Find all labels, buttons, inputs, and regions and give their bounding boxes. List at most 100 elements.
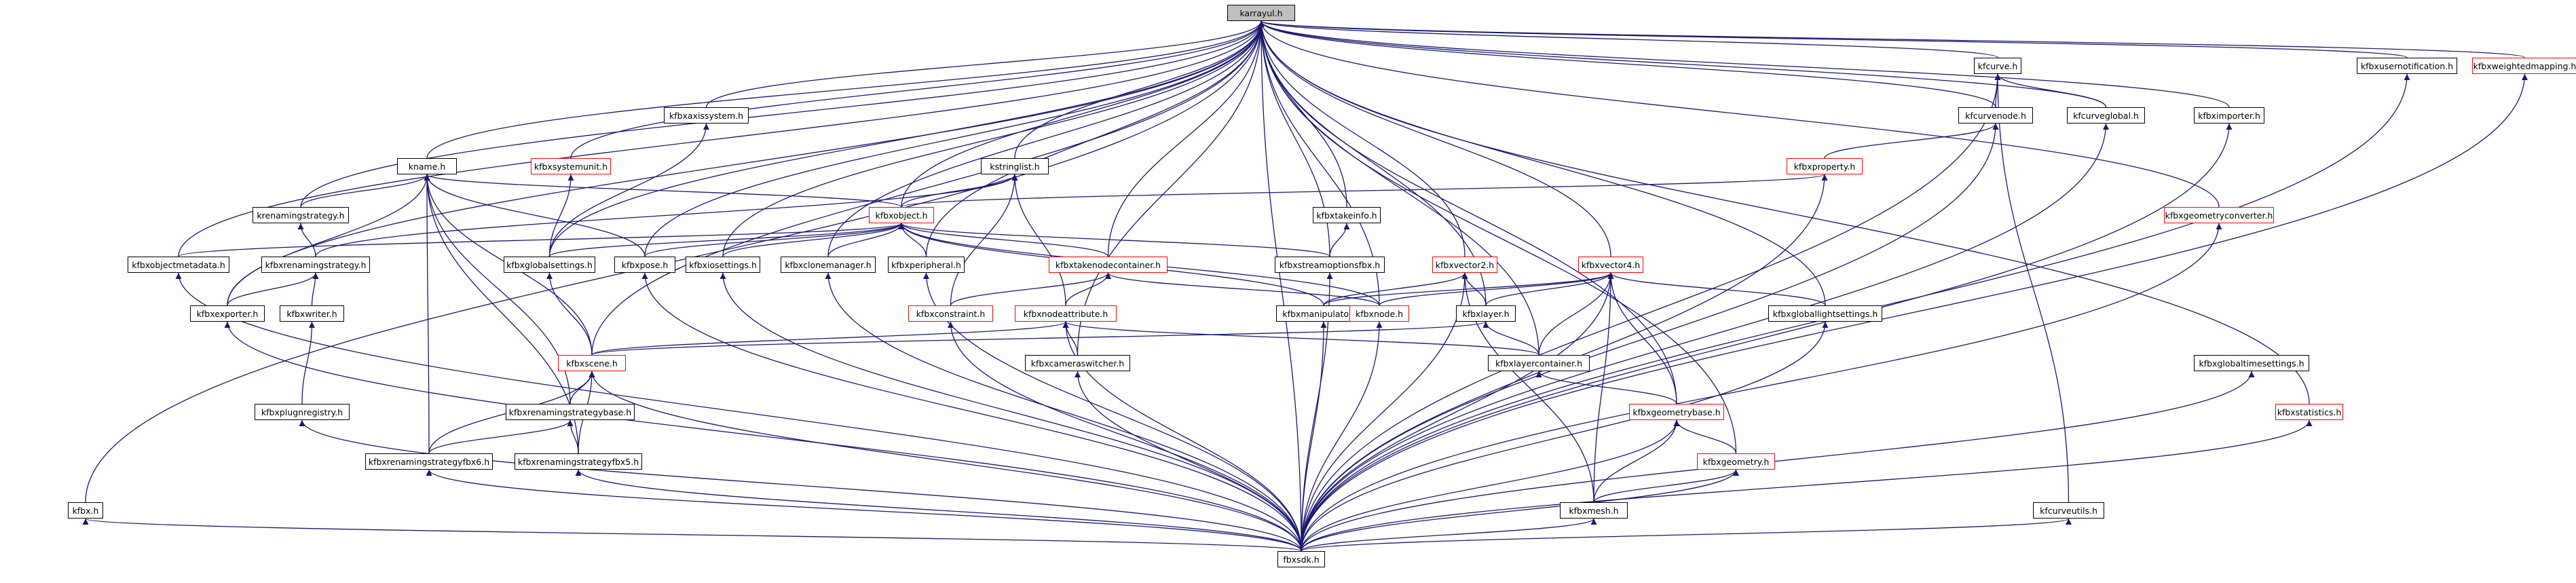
edge-kfbxexporter-to-kname: [227, 174, 430, 306]
edge-fbxsdk-to-kfbxclonemanager: [825, 272, 1302, 552]
node-kfbx[interactable]: kfbx.h: [68, 502, 103, 519]
edge-fbxsdk-to-kfbxgeometry: [1301, 469, 1739, 552]
edge-kfcurveglobal-to-kfcurve: [1994, 73, 2107, 108]
node-kfbxobject[interactable]: kfbxobject.h: [869, 207, 934, 223]
edge-kfbxaxissystem-to-karrayul: [705, 20, 1265, 108]
edge-kfbxrenamingstrategy-to-krenamingstrategy: [297, 223, 316, 257]
edge-kfbxpose-to-kfbxobject: [644, 223, 905, 257]
node-kfcurvenode[interactable]: kfcurvenode.h: [1958, 107, 2033, 124]
node-kfbxvector2[interactable]: kfbxvector2.h: [1432, 257, 1497, 273]
node-kfbxnodeattribute[interactable]: kfbxnodeattribute.h: [1015, 305, 1117, 322]
edge-kfbxproperty-to-kfcurvenode: [1824, 123, 1999, 159]
edge-kfbxscene-to-kfbxnodeattribute: [591, 321, 1069, 356]
node-kname[interactable]: kname.h: [397, 158, 457, 174]
edge-kfbxrenamingstrategy-to-kstringlist: [315, 174, 1018, 257]
node-kfbxnode[interactable]: kfbxnode.h: [1349, 305, 1409, 322]
node-kfbxstatistics[interactable]: kfbxstatistics.h: [2275, 404, 2343, 420]
edge-fbxsdk-to-kfbxweightedmapping: [1301, 73, 2528, 552]
edge-krenamingstrategy-to-karrayul: [300, 20, 1265, 208]
edge-kfbxusernotification-to-karrayul: [1258, 20, 2408, 58]
node-kfbxperipheral[interactable]: kfbxperipheral.h: [888, 257, 965, 273]
node-kfbxpose[interactable]: kfbxpose.h: [614, 257, 675, 273]
edge-kfbxmanipulators-to-kfbxvector4: [1323, 272, 1614, 306]
edge-fbxsdk-to-karrayul: [1258, 20, 1302, 552]
node-kfbxusernotification[interactable]: kfbxusernotification.h: [2357, 58, 2457, 74]
node-kfbxproperty[interactable]: kfbxproperty.h: [1787, 158, 1863, 174]
node-kfbxtakeinfo[interactable]: kfbxtakeinfo.h: [1313, 207, 1381, 223]
node-kfbxwriter[interactable]: kfbxwriter.h: [280, 305, 344, 322]
node-kfbxiosettings[interactable]: kfbxiosettings.h: [686, 257, 760, 273]
edge-kfbxmesh-to-kfbxvector4: [1593, 272, 1614, 503]
edge-fbxsdk-to-kfbxrenamingstrategyfbx6: [426, 469, 1302, 552]
edge-kfbxstatistics-to-karrayul: [1258, 20, 2310, 405]
edge-fbxsdk-to-kfbxvector2: [1301, 272, 1468, 552]
node-kfbxplugnregistry[interactable]: kfbxplugnregistry.h: [255, 404, 350, 420]
edge-kfbxscene-to-kfbxglobalsettings: [546, 272, 593, 356]
edge-kfcurve-to-karrayul: [1258, 20, 1998, 58]
edge-fbxsdk-to-kfbxmesh: [1301, 518, 1597, 552]
edge-fbxsdk-to-kfbx: [83, 518, 1302, 552]
node-kfcurveutils[interactable]: kfcurveutils.h: [2033, 502, 2104, 519]
edge-kfcurveutils-to-kfcurve: [1994, 73, 2070, 503]
node-kfbxglobalsettings[interactable]: kfbxglobalsettings.h: [504, 257, 595, 273]
edge-fbxsdk-to-kfbxconstraint: [948, 321, 1302, 552]
edge-kfbxglobalsettings-to-kfbxobject: [548, 223, 905, 257]
node-kfbxrenamingstrategy[interactable]: kfbxrenamingstrategy.h: [261, 257, 370, 273]
edge-fbxsdk-to-kfbxglobaltimesettings: [1301, 371, 2255, 552]
edge-fbxsdk-to-kfbximporter: [1301, 123, 2233, 552]
edge-kfbxvector4-to-karrayul: [1258, 20, 1611, 257]
node-kfbxrenamingstrategyfbx5[interactable]: kfbxrenamingstrategyfbx5.h: [515, 453, 642, 470]
edge-fbxsdk-to-kfcurveutils: [1301, 518, 2072, 552]
edge-kfbxobject-to-karrayul: [901, 20, 1265, 208]
node-kfbxrenamingstrategyfbx6[interactable]: kfbxrenamingstrategyfbx6.h: [365, 453, 493, 470]
node-kfbxscene[interactable]: kfbxscene.h: [558, 355, 626, 371]
edge-kfbxglobalsettings-to-kfbxaxissystem: [548, 123, 709, 257]
edge-kfbxsystemunit-to-karrayul: [570, 20, 1265, 159]
node-kfbxglobaltimesettings[interactable]: kfbxglobaltimesettings.h: [2194, 355, 2309, 371]
edge-kfbxmesh-to-kfbxgeometry: [1593, 469, 1739, 503]
node-kfbxgeometrybase[interactable]: kfbxgeometrybase.h: [1629, 404, 1724, 420]
edge-kfbxstreamoptionsfbx-to-kfbxtakeinfo: [1329, 223, 1350, 257]
edge-fbxsdk-to-kfbxpose: [641, 272, 1302, 552]
edge-fbxsdk-to-kfbxplugnregistry: [299, 419, 1302, 552]
edge-kfbxgeometryconverter-to-karrayul: [1258, 20, 2220, 208]
edge-kfbxobjectmetadata-to-kfbxobject: [178, 223, 905, 257]
node-kfbxrenamingstrategybase[interactable]: kfbxrenamingstrategybase.h: [506, 404, 635, 420]
node-kstringlist[interactable]: kstringlist.h: [981, 158, 1049, 174]
node-kfbxweightedmapping[interactable]: kfbxweightedmapping.h: [2472, 58, 2576, 74]
node-kfbxgeometry[interactable]: kfbxgeometry.h: [1697, 453, 1775, 470]
edge-kfbxmanipulators-to-kfbxvector2: [1323, 272, 1468, 306]
edge-fbxsdk-to-kfbxstatistics: [1301, 419, 2313, 552]
node-kfbxobjectmetadata[interactable]: kfbxobjectmetadata.h: [128, 257, 229, 273]
node-kfcurveglobal[interactable]: kfcurveglobal.h: [2067, 107, 2145, 124]
edge-kname-to-karrayul: [426, 20, 1265, 159]
node-krenamingstrategy[interactable]: krenamingstrategy.h: [253, 207, 349, 223]
node-kfbxlayer[interactable]: kfbxlayer.h: [1456, 305, 1516, 322]
node-kfbxexporter[interactable]: kfbxexporter.h: [190, 305, 265, 322]
edge-kfbxlayercontainer-to-kfbxvector4: [1538, 272, 1614, 356]
edge-fbxsdk-to-kfbxscene: [589, 371, 1302, 552]
node-kfbxaxissystem[interactable]: kfbxaxissystem.h: [664, 107, 749, 124]
edge-kfbxmesh-to-kfbxgeometrybase: [1593, 419, 1680, 503]
edge-fbxsdk-to-kfcurvenode: [1301, 123, 1999, 552]
node-kfbxtakenodecontainer[interactable]: kfbxtakenodecontainer.h: [1049, 257, 1168, 273]
node-kfbximporter[interactable]: kfbximporter.h: [2194, 107, 2264, 124]
edge-kfcurveglobal-to-karrayul: [1258, 20, 2107, 108]
node-kfbxmesh[interactable]: kfbxmesh.h: [1560, 502, 1628, 519]
node-kfbxlayercontainer[interactable]: kfbxlayercontainer.h: [1488, 355, 1590, 371]
node-kfbxgloballightsettings[interactable]: kfbxgloballightsettings.h: [1768, 305, 1882, 322]
edge-kfbxglobalsettings-to-kfbxsystemunit: [548, 174, 574, 257]
node-kfbxconstraint[interactable]: kfbxconstraint.h: [908, 305, 993, 322]
node-fbxsdk[interactable]: fbxsdk.h: [1277, 551, 1325, 567]
edge-kfbxwriter-to-kfbxrenamingstrategy: [311, 272, 319, 306]
node-kfbxsystemunit[interactable]: kfbxsystemunit.h: [531, 158, 611, 174]
edge-kstringlist-to-karrayul: [1014, 20, 1265, 159]
node-kfbxvector4[interactable]: kfbxvector4.h: [1578, 257, 1643, 273]
node-kfbxcameraswitcher[interactable]: kfbxcameraswitcher.h: [1025, 355, 1130, 371]
node-kfbxstreamoptionsfbx[interactable]: kfbxstreamoptionsfbx.h: [1275, 257, 1385, 273]
node-kfbxgeometryconverter[interactable]: kfbxgeometryconverter.h: [2164, 207, 2274, 223]
node-kfbxclonemanager[interactable]: kfbxclonemanager.h: [781, 257, 876, 273]
node-kfcurve[interactable]: kfcurve.h: [1974, 58, 2021, 74]
node-karrayul[interactable]: karrayul.h: [1227, 5, 1295, 21]
